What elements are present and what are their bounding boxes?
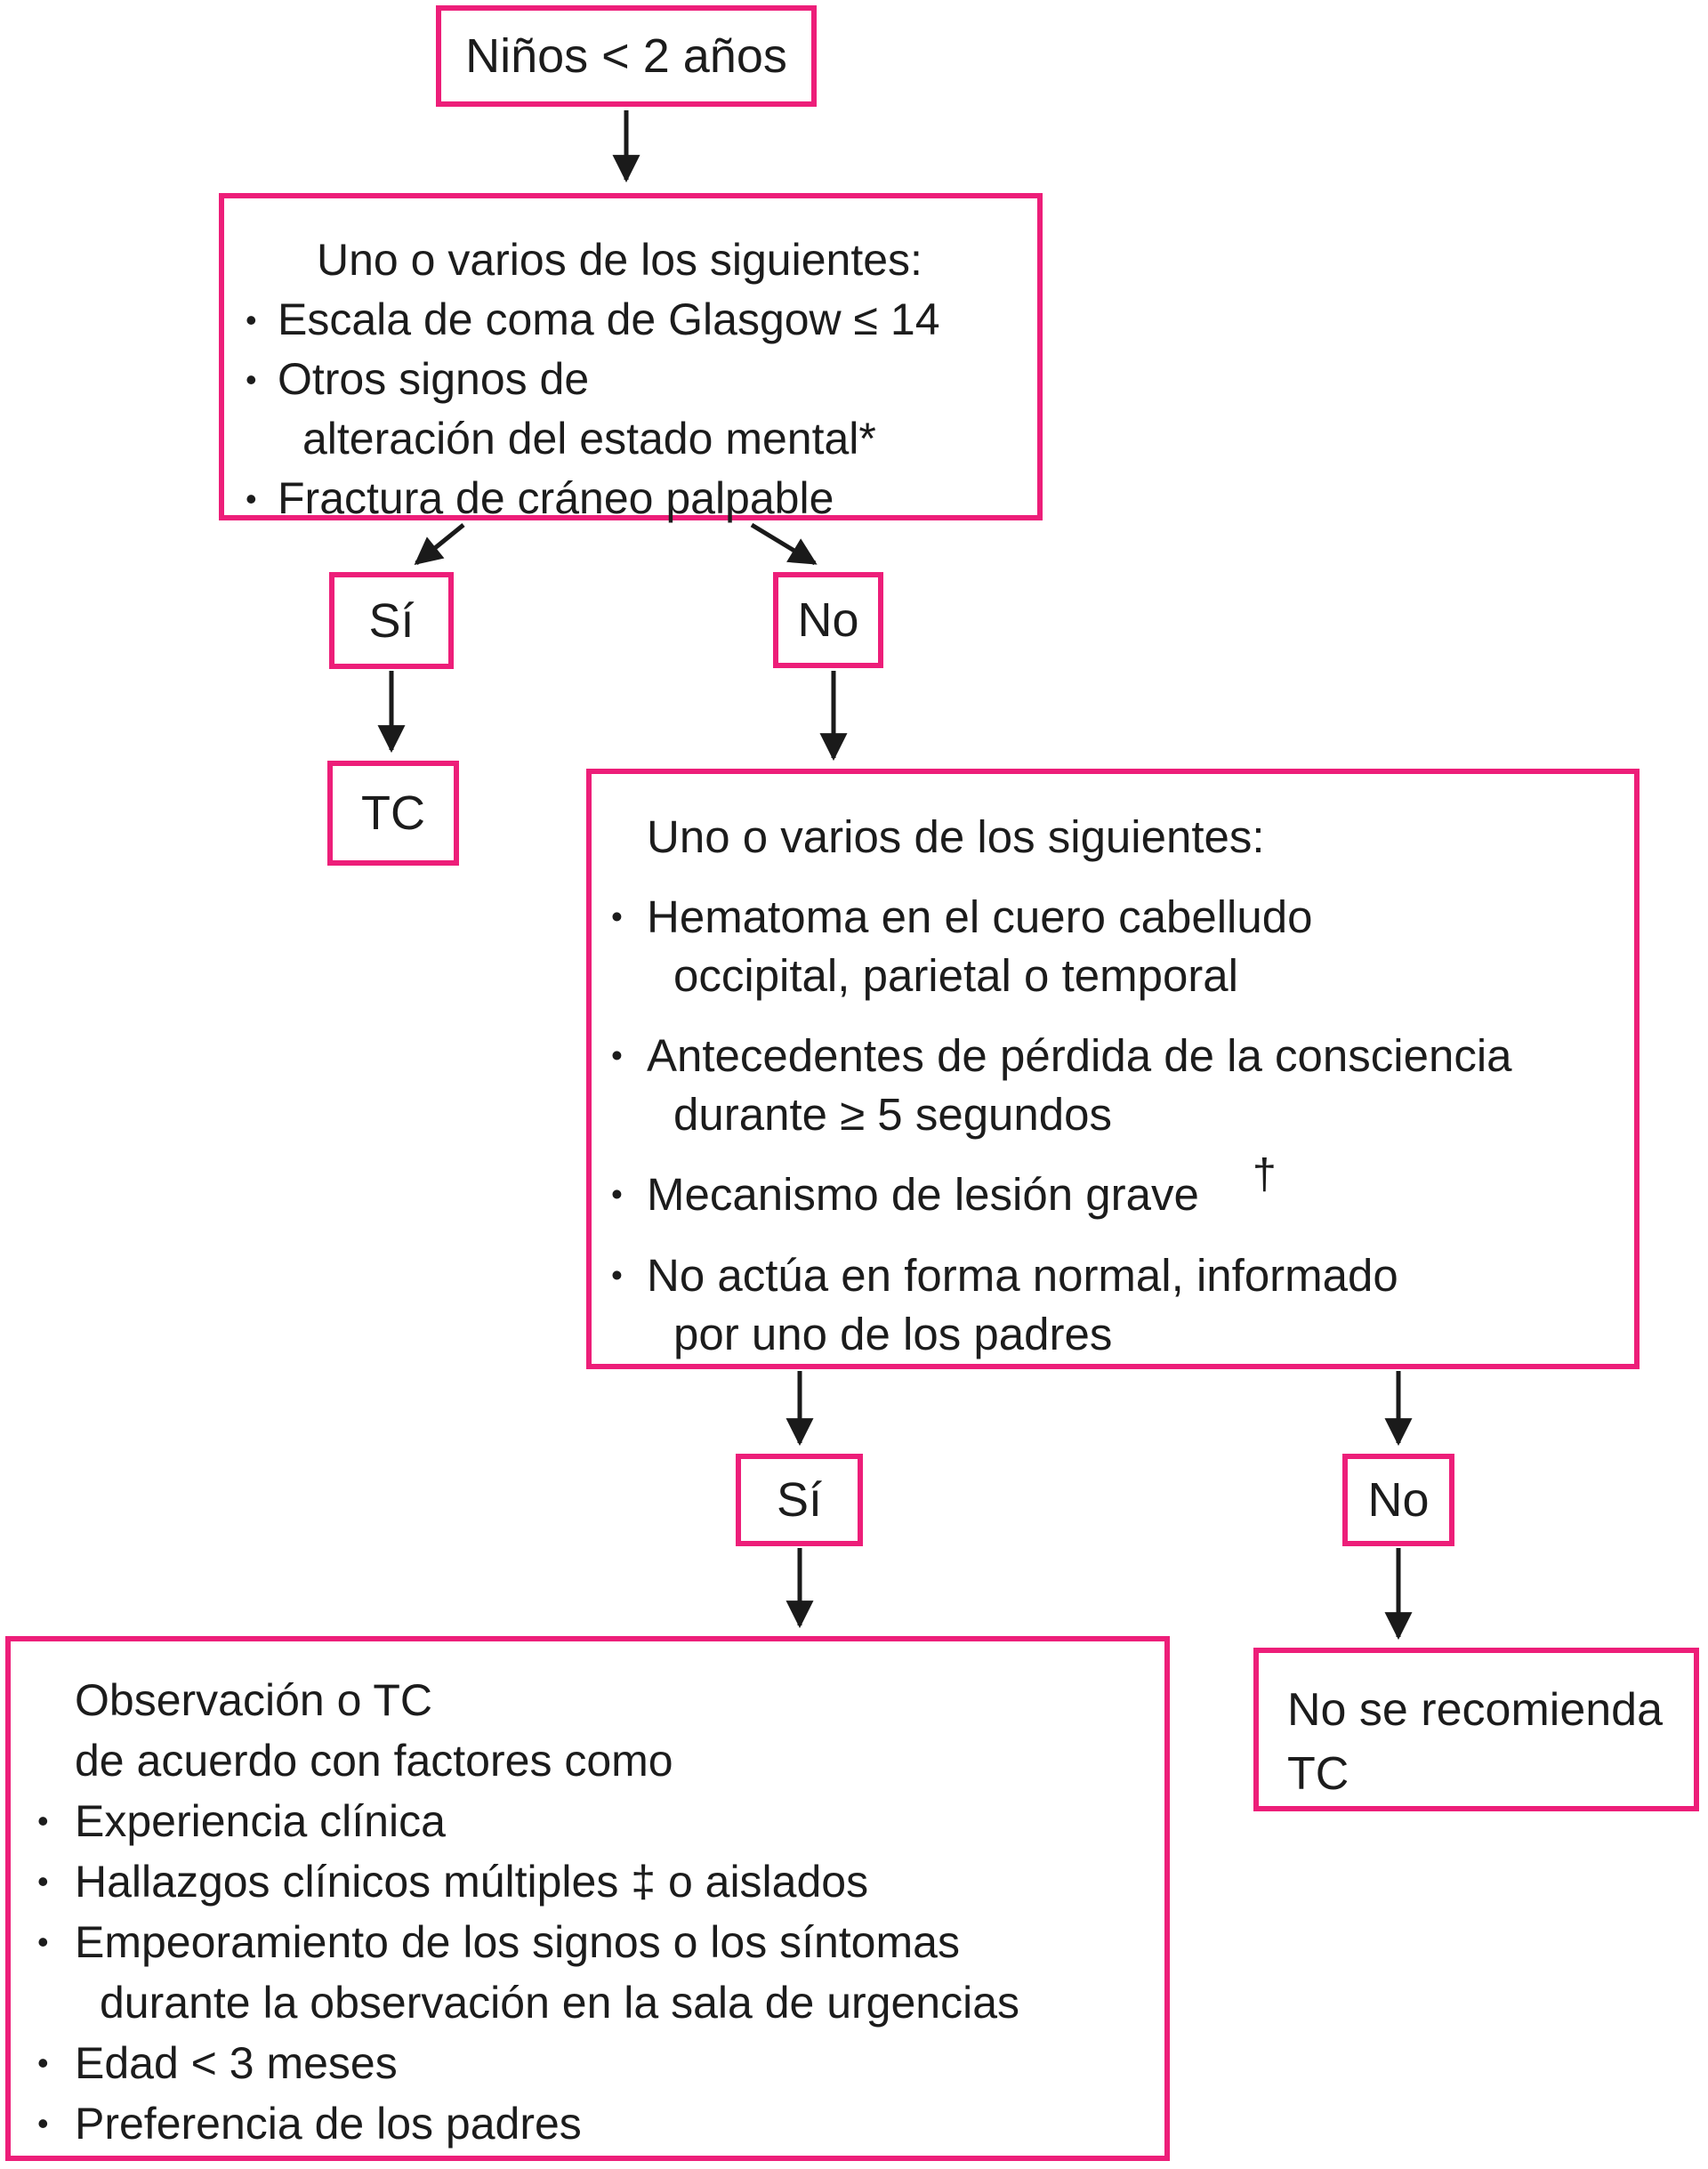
observation-heading: Observación o TC [75, 1675, 433, 1725]
node-observation-or-ct: Observación o TC de acuerdo con factores… [5, 1636, 1170, 2161]
observation-factor: Hallazgos clínicos múltiples ‡ o aislado… [11, 1851, 1164, 1912]
criteria-item: Hematoma en el cuero cabelludo [592, 888, 1634, 947]
criteria-item: Fractura de cráneo palpable [224, 469, 1037, 528]
criteria-item-continuation: por uno de los padres [673, 1309, 1113, 1359]
no-ct-line: No se recomienda [1287, 1684, 1663, 1736]
no-ct-line: TC [1287, 1748, 1349, 1800]
criteria-item-continuation: durante ≥ 5 segundos [673, 1089, 1113, 1140]
observation-factor: Preferencia de los padres [11, 2093, 1164, 2154]
node-no-ct-recommended: No se recomienda TC [1253, 1648, 1699, 1811]
criteria-item-text: Mecanismo de lesión grave [647, 1169, 1199, 1220]
node-label: TC [361, 786, 425, 840]
criteria-item: Mecanismo de lesión grave † [592, 1150, 1634, 1225]
node-secondary-criteria: Uno o varios de los siguientes: Hematoma… [586, 769, 1640, 1369]
observation-factor: Experiencia clínica [11, 1791, 1164, 1851]
dagger-footnote-mark: † [1252, 1149, 1277, 1198]
node-label: Sí [368, 593, 415, 648]
criteria-item: Antecedentes de pérdida de la conscienci… [592, 1027, 1634, 1085]
node-yes-branch-2: Sí [736, 1454, 863, 1546]
node-label: Sí [776, 1473, 823, 1527]
criteria-item: Otros signos de [224, 350, 1037, 409]
arrow-criteria1-to-yes1 [414, 523, 465, 565]
criteria-item: No actúa en forma normal, informado [592, 1246, 1634, 1305]
criteria-heading: Uno o varios de los siguientes: [647, 811, 1265, 862]
observation-factor: Edad < 3 meses [11, 2033, 1164, 2093]
node-primary-criteria: Uno o varios de los siguientes: Escala d… [219, 193, 1043, 528]
node-ct-result: TC [327, 761, 459, 866]
node-yes-branch-1: Sí [329, 572, 454, 669]
observation-factor: Empeoramiento de los signos o los síntom… [11, 1912, 1164, 1972]
arrow-criteria1-to-no1 [750, 522, 818, 566]
node-label: No [797, 593, 859, 647]
criteria-item-continuation: occipital, parietal o temporal [673, 950, 1238, 1001]
node-label: Niños < 2 años [465, 29, 787, 83]
observation-factor-continuation: durante la observación en la sala de urg… [100, 1978, 1020, 2028]
node-children-under-2: Niños < 2 años [436, 5, 817, 107]
criteria-heading: Uno o varios de los siguientes: [317, 235, 922, 285]
node-no-branch-1: No [773, 572, 883, 668]
criteria-item-continuation: alteración del estado mental* [302, 414, 876, 464]
observation-heading: de acuerdo con factores como [75, 1736, 673, 1786]
node-no-branch-2: No [1342, 1454, 1454, 1546]
node-label: No [1367, 1473, 1430, 1527]
criteria-item: Escala de coma de Glasgow ≤ 14 [224, 290, 1037, 350]
